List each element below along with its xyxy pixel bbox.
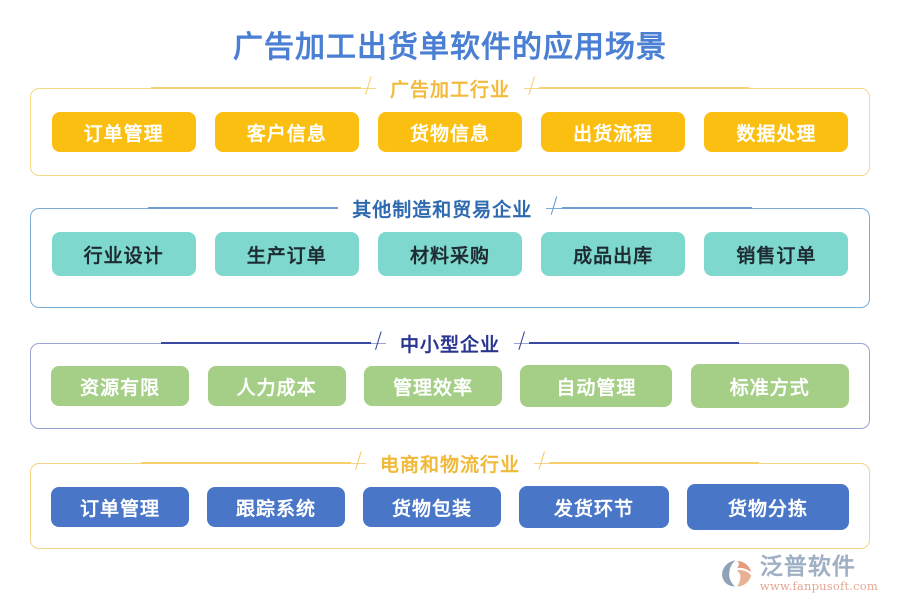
pill-item[interactable]: 成品出库 — [541, 232, 686, 276]
pill-item[interactable]: 资源有限 — [51, 366, 190, 406]
pill-item[interactable]: 管理效率 — [363, 366, 502, 406]
logo-brand-name: 泛普软件 — [759, 552, 856, 580]
section-ecommerce-logistics: / 电商和物流行业 / 订单管理 跟踪系统 货物包装 发货环节 货物分拣 — [30, 449, 870, 549]
page-title: 广告加工出货单软件的应用场景 — [233, 30, 667, 65]
pill-item[interactable]: 订单管理 — [51, 487, 189, 527]
pill-item[interactable]: 标准方式 — [690, 364, 849, 408]
pill-item[interactable]: 货物信息 — [377, 112, 522, 152]
pill-item[interactable]: 生产订单 — [214, 232, 359, 276]
pill-row: 订单管理 跟踪系统 货物包装 发货环节 货物分拣 — [30, 484, 870, 530]
logo-website-url: www.fanpusoft.com — [759, 578, 878, 593]
fanpu-swirl-logo-icon — [721, 560, 752, 587]
section-advertising-processing: / 广告加工行业 / 订单管理 客户信息 货物信息 出货流程 数据处理 — [30, 74, 870, 176]
pill-item[interactable]: 客户信息 — [214, 112, 359, 152]
pill-item[interactable]: 人力成本 — [207, 366, 346, 406]
section-small-medium-enterprise: / 中小型企业 / 资源有限 人力成本 管理效率 自动管理 标准方式 — [30, 329, 870, 429]
pill-item[interactable]: 货物包装 — [363, 487, 501, 527]
pill-row: 资源有限 人力成本 管理效率 自动管理 标准方式 — [30, 364, 870, 408]
pill-item[interactable]: 跟踪系统 — [207, 487, 345, 527]
pill-item[interactable]: 发货环节 — [519, 486, 669, 528]
pill-row: 订单管理 客户信息 货物信息 出货流程 数据处理 — [30, 110, 870, 154]
pill-item[interactable]: 自动管理 — [520, 365, 673, 407]
pill-item[interactable]: 销售订单 — [704, 232, 849, 276]
pill-item[interactable]: 货物分拣 — [687, 484, 849, 530]
pill-item[interactable]: 出货流程 — [541, 112, 686, 152]
pill-item[interactable]: 数据处理 — [704, 112, 849, 152]
brand-logo: 泛普软件 www.fanpusoft.com — [720, 555, 878, 593]
pill-item[interactable]: 订单管理 — [51, 112, 196, 152]
pill-item[interactable]: 行业设计 — [51, 232, 196, 276]
section-other-manufacturing-trade: 其他制造和贸易企业 / 行业设计 生产订单 材料采购 成品出库 销售订单 — [30, 194, 870, 308]
pill-item[interactable]: 材料采购 — [377, 232, 522, 276]
logo-text-block: 泛普软件 www.fanpusoft.com — [760, 555, 878, 593]
pill-row: 行业设计 生产订单 材料采购 成品出库 销售订单 — [30, 230, 870, 278]
